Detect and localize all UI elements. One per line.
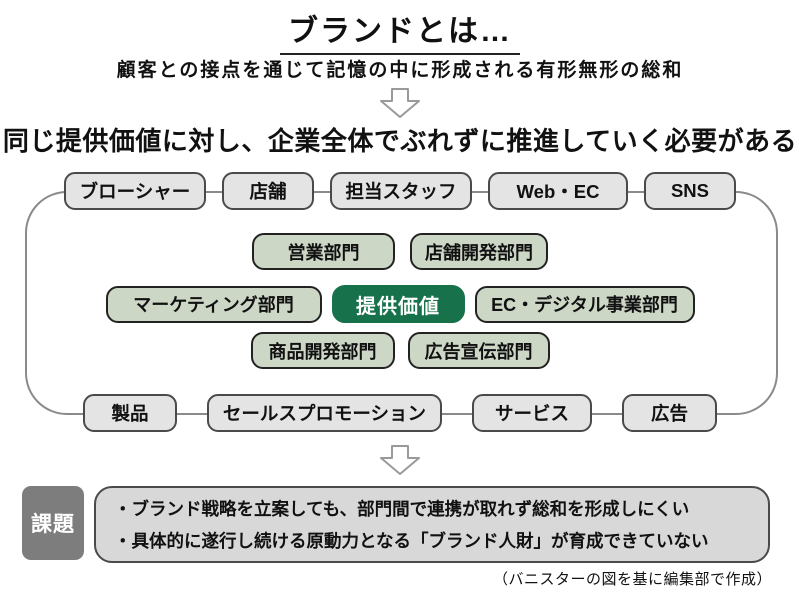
touchpoint-service: サービス <box>472 394 592 432</box>
touchpoint-web-ec: Web・EC <box>488 172 628 210</box>
touchpoint-brochure: ブローシャー <box>64 172 206 210</box>
issues-box: ・ブランド戦略を立案しても、部門間で連携が取れず総和を形成しにくい ・具体的に遂… <box>94 486 770 563</box>
touchpoint-product: 製品 <box>83 394 177 432</box>
departments-row-2: マーケティング部門 提供価値 EC・デジタル事業部門 <box>0 285 800 323</box>
departments-row-1: 営業部門 店舗開発部門 <box>0 233 800 270</box>
core-value-box: 提供価値 <box>331 285 465 323</box>
brand-touchpoint-diagram: ブローシャー 店舗 担当スタッフ Web・EC SNS 営業部門 店舗開発部門 … <box>0 170 800 434</box>
dept-marketing: マーケティング部門 <box>105 285 322 323</box>
down-arrow-icon <box>378 445 422 475</box>
touchpoint-sales-promotion: セールスプロモーション <box>207 394 442 432</box>
issue-item: ・ブランド戦略を立案しても、部門間で連携が取れず総和を形成しにくい <box>114 499 690 519</box>
issues-label: 課題 <box>22 486 84 560</box>
departments-row-3: 商品開発部門 広告宣伝部門 <box>0 332 800 369</box>
issue-item: ・具体的に遂行し続ける原動力となる「ブランド人財」が育成できていない <box>114 531 709 551</box>
touchpoint-sns: SNS <box>644 172 736 210</box>
credit-note: （バニスターの図を基に編集部で作成） <box>492 571 772 588</box>
dept-ec-digital: EC・デジタル事業部門 <box>474 285 695 323</box>
issues-section: 課題 ・ブランド戦略を立案しても、部門間で連携が取れず総和を形成しにくい ・具体… <box>22 486 770 563</box>
dept-store-development: 店舗開発部門 <box>410 233 548 270</box>
touchpoints-top-row: ブローシャー 店舗 担当スタッフ Web・EC SNS <box>0 172 800 210</box>
touchpoint-staff: 担当スタッフ <box>330 172 472 210</box>
dept-product-development: 商品開発部門 <box>250 332 395 369</box>
page-title-text: ブランドとは… <box>280 6 520 55</box>
touchpoint-ad: 広告 <box>622 394 717 432</box>
touchpoints-bottom-row: 製品 セールスプロモーション サービス 広告 <box>0 394 800 432</box>
statement: 同じ提供価値に対し、企業全体でぶれずに推進していく必要がある <box>2 127 798 156</box>
dept-advertising: 広告宣伝部門 <box>407 332 550 369</box>
dept-sales: 営業部門 <box>252 233 395 270</box>
down-arrow-icon <box>378 88 422 118</box>
page-title: ブランドとは… <box>0 6 800 55</box>
subtitle: 顧客との接点を通じて記憶の中に形成される有形無形の総和 <box>116 60 684 81</box>
touchpoint-store: 店舗 <box>222 172 314 210</box>
